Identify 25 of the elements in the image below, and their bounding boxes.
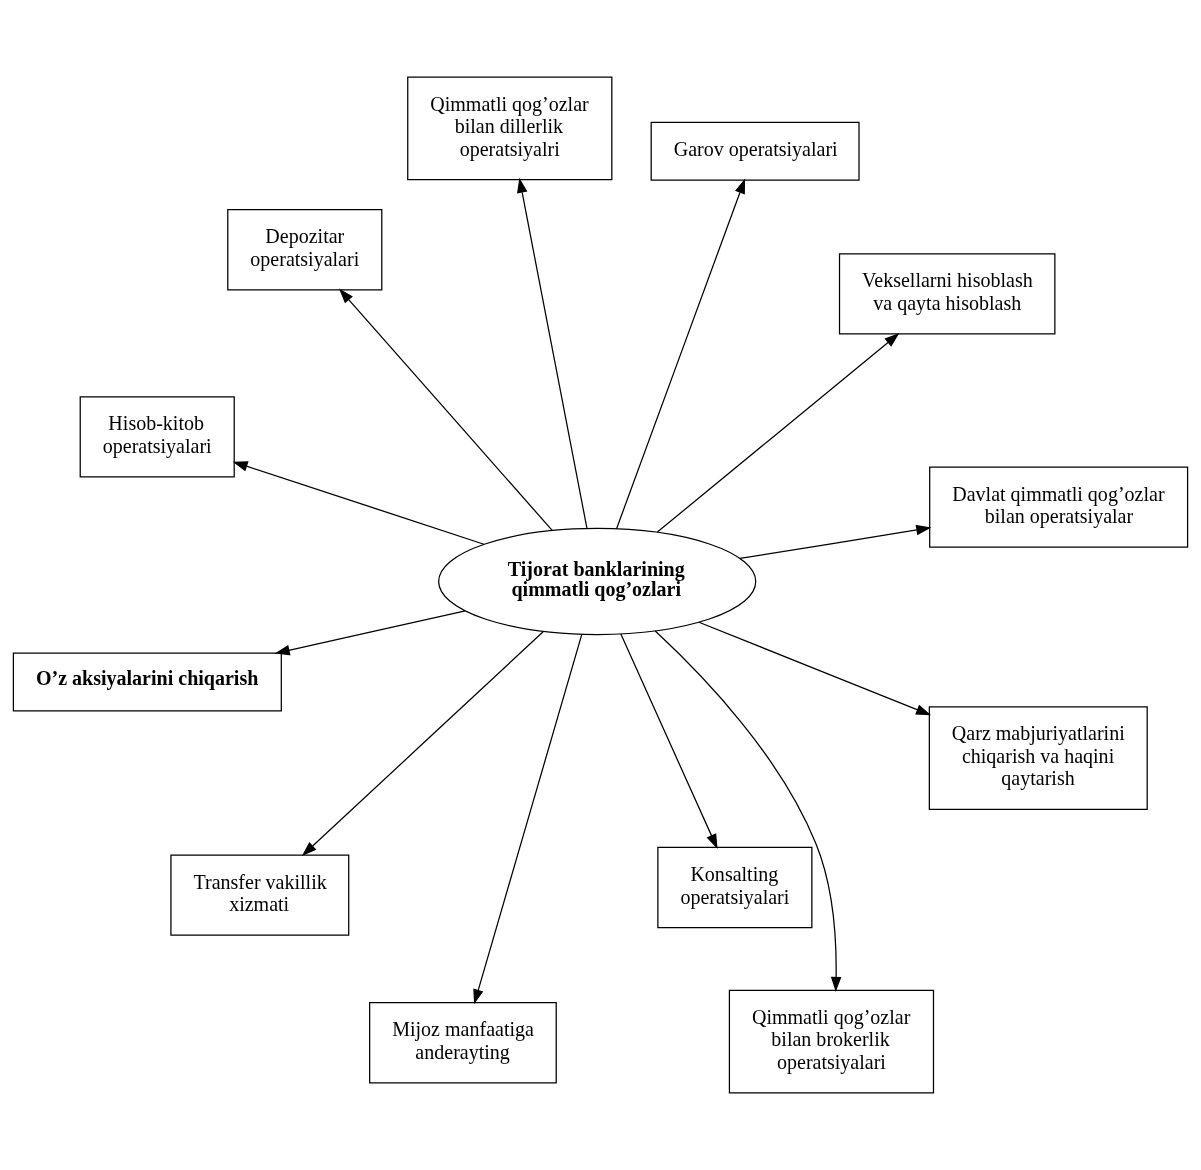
node-ellipse: Tijorat banklarining qimmatli qog’ozlari (438, 527, 757, 636)
arrow (232, 461, 485, 545)
node-box: Konsalting operatsiyalari (657, 846, 813, 929)
arrow (301, 630, 544, 857)
node-box: Transfer vakillik xizmati (170, 854, 350, 936)
arrow (473, 633, 583, 1005)
node-box: Garov operatsiyalari (650, 121, 860, 181)
node-box: Davlat qimmatli qog’ozlar bilan operatsiyalar (929, 466, 1189, 548)
arrow (615, 178, 746, 530)
node-box: Qimmatli qog’ozlar bilan brokerlik operatsiyalari (728, 989, 935, 1094)
arrow (698, 621, 932, 716)
arrow (654, 630, 842, 992)
node-box: Mijoz manfaatiga anderayting (369, 1002, 557, 1084)
arrow (517, 177, 588, 529)
arrow (274, 610, 466, 656)
node-box: Depozitar operatsiyalari (227, 209, 383, 291)
node-box: Qarz mabjuriyatlarini chiqarish va haqini qaytarish (928, 706, 1148, 811)
node-box: Veksellarni hisoblash va qayta hisoblash (838, 253, 1056, 335)
arrow (739, 524, 932, 560)
arrow (656, 333, 900, 533)
arrow (338, 288, 553, 532)
arrow (620, 633, 718, 850)
node-box: Qimmatli qog’ozlar bilan dillerlik operatsiyalri (407, 76, 613, 181)
node-box: Hisob-kitob operatsiyalari (79, 396, 235, 478)
node-box: O’z aksiyalarini chiqarish (12, 652, 282, 712)
